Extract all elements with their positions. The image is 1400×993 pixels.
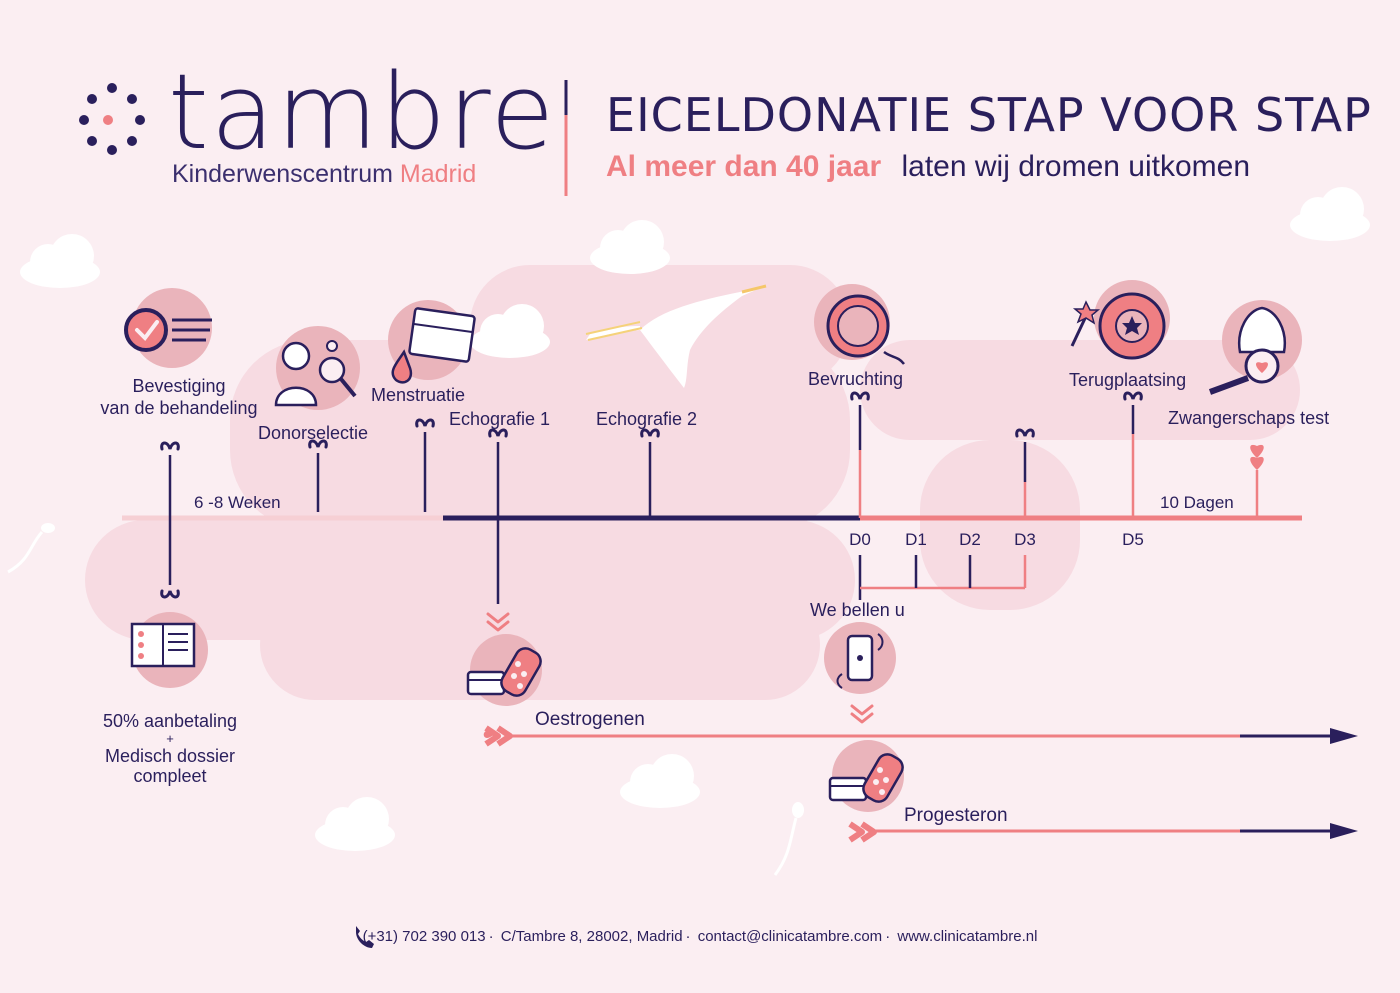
brand-subtitle-accent: Madrid [399, 160, 477, 188]
day-label: D3 [1014, 530, 1036, 549]
step-label-bevestiging-2: van de behandeling [100, 398, 258, 418]
footer-contact: (+31) 702 390 013· C/Tambre 8, 28002, Ma… [362, 928, 1038, 945]
embryo-transfer-icon [1070, 280, 1170, 360]
medical-file-icon [130, 612, 208, 688]
step-label-menstruatie: Menstruatie [371, 385, 466, 405]
progesteron-arrow [848, 821, 1358, 843]
bg-band [920, 440, 1080, 610]
brand-subtitle-main: Kinderwenscentrum [172, 160, 393, 188]
cloud-icon [20, 234, 100, 288]
day-label: D2 [959, 530, 981, 549]
cloud-icon [315, 797, 395, 851]
step-label-terugplaatsing: Terugplaatsing [1069, 370, 1187, 390]
calendar-icon [388, 300, 476, 384]
page-title: EICELDONATIE STAP VOOR STAP [606, 88, 1372, 142]
cloud-icon [1290, 187, 1370, 241]
timeline-tick [160, 441, 180, 451]
progesteron-label: Progesteron [904, 805, 1008, 826]
pregnancy-test-icon [1208, 300, 1302, 395]
bg-band [260, 590, 820, 700]
footer-website[interactable]: www.clinicatambre.nl [897, 928, 1038, 945]
dossier-label-2: compleet [133, 766, 207, 786]
stork-icon [585, 284, 767, 388]
cloud-icon [590, 220, 670, 274]
footer-address: C/Tambre 8, 28002, Madrid [500, 928, 683, 945]
footer-phone-icon [356, 926, 374, 948]
page-subtitle: Al meer dan 40 jaar laten wij dromen uit… [606, 150, 1250, 184]
sperm-icon [773, 802, 804, 876]
brand-subtitle: Kinderwenscentrum Madrid [172, 160, 476, 189]
dossier-label: Medisch dossier [104, 746, 236, 766]
oestrogen-arrow [483, 725, 1358, 747]
step-label-echografie-2: Echografie 2 [596, 409, 698, 429]
checkmark-icon [124, 288, 212, 368]
step-label-echografie-1: Echografie 1 [449, 409, 551, 429]
donor-selection-icon [274, 326, 360, 410]
pills-icon [828, 738, 908, 814]
brand-logo: tambre [168, 51, 557, 173]
day-label: D1 [905, 530, 927, 549]
step-label-bevestiging: Bevestiging [132, 376, 226, 396]
subtitle-highlight: Al meer dan 40 jaar [606, 150, 882, 183]
bg-band [860, 340, 1300, 440]
footer-email[interactable]: contact@clinicatambre.com [697, 928, 883, 945]
plus-label: + [166, 731, 174, 746]
egg-cell-icon [814, 284, 905, 365]
duration-dagen: 10 Dagen [1160, 493, 1234, 512]
phone-icon [824, 622, 896, 694]
we-bellen-label: We bellen u [810, 600, 905, 620]
day-label: D5 [1122, 530, 1144, 549]
chevron-down-icon [850, 704, 874, 724]
heart-arrow-icon [1250, 444, 1264, 470]
step-label-donorselectie: Donorselectie [258, 423, 369, 443]
duration-weken: 6 -8 Weken [194, 493, 281, 512]
oestrogenen-label: Oestrogenen [535, 709, 645, 730]
sperm-icon [7, 523, 55, 574]
step-label-bevruchting: Bevruchting [808, 369, 904, 389]
subtitle-rest: laten wij dromen uitkomen [901, 150, 1251, 183]
step-label-zwangerschapstest: Zwangerschaps test [1168, 408, 1330, 428]
logo-dots-icon [79, 83, 145, 155]
footer-phone[interactable]: (+31) 702 390 013 [362, 928, 486, 945]
aanbetaling-label: 50% aanbetaling [102, 711, 238, 731]
bg-band [230, 340, 850, 530]
day-label: D0 [849, 530, 871, 549]
cloud-icon [620, 754, 700, 808]
